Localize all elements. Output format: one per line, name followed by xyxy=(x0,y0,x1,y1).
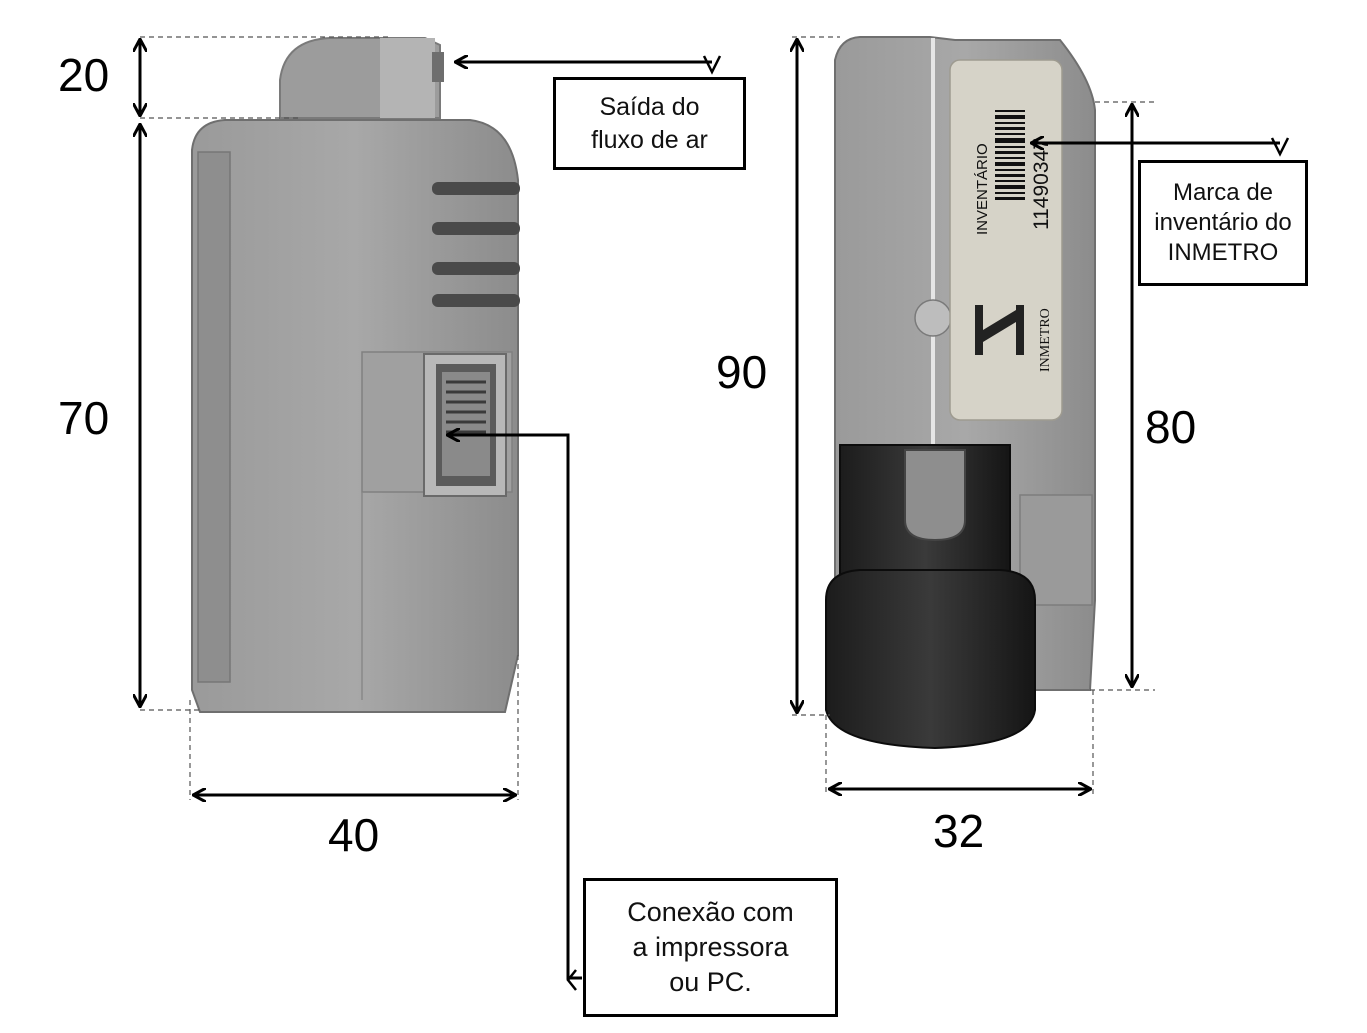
inmetro-logo-icon xyxy=(975,305,1024,355)
callout-connection-line-3: ou PC. xyxy=(669,967,752,998)
callout-leaders xyxy=(448,56,1290,991)
dim-label-32: 32 xyxy=(933,805,985,857)
callout-inventory-mark-line-1: Marca de xyxy=(1172,179,1274,206)
sticker-inventory-number: 11490347 xyxy=(1030,138,1053,230)
callout-air-outlet: Saída do fluxo de ar xyxy=(553,77,746,170)
callout-connection: Conexão com a impressora ou PC. xyxy=(583,878,838,1017)
left-device-photo xyxy=(191,37,520,713)
rj-jack xyxy=(423,353,507,497)
right-dimension-lines xyxy=(792,36,1155,795)
callout-connection-line-2: a impressora xyxy=(632,931,789,962)
callout-inventory-mark-line-2: inventário do xyxy=(1154,209,1292,236)
right-device-photo: INVENTÁRIO 11490347 INMETRO xyxy=(825,36,1096,750)
dim-label-20: 20 xyxy=(58,49,110,101)
callout-inventory-mark-line-3: INMETRO xyxy=(1167,239,1279,266)
dim-label-80: 80 xyxy=(1145,401,1197,453)
callout-air-outlet-line-1: Saída do xyxy=(599,93,700,121)
sticker-brand: INMETRO xyxy=(1038,308,1053,372)
inventory-sticker: INVENTÁRIO 11490347 INMETRO xyxy=(949,59,1063,421)
left-dimension-lines xyxy=(140,36,519,800)
callout-connection-line-1: Conexão com xyxy=(627,896,794,927)
dim-label-40: 40 xyxy=(328,809,380,861)
dim-label-90: 90 xyxy=(716,346,768,398)
callout-inventory-mark: Marca de inventário do INMETRO xyxy=(1138,160,1308,286)
sticker-inventory-word: INVENTÁRIO xyxy=(974,143,991,235)
callout-air-outlet-line-2: fluxo de ar xyxy=(591,125,708,154)
dim-label-70: 70 xyxy=(58,392,110,444)
